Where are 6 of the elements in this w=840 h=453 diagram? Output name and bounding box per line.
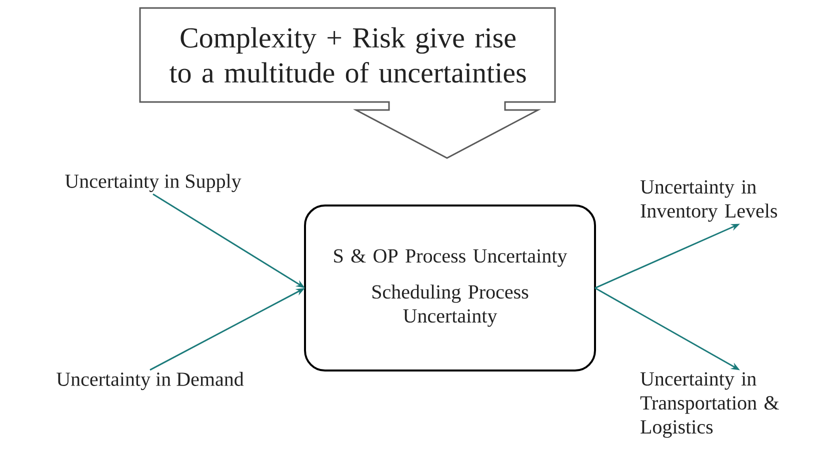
- source-label: Uncertainty in Demand: [56, 372, 244, 390]
- outcome-label: Uncertainty in Inventory Levels: [640, 180, 778, 222]
- outcome-label: Uncertainty in Transportation & Logistics: [640, 372, 779, 438]
- source-label: Uncertainty in Supply: [65, 174, 242, 192]
- process-box: S & OP Process Uncertainty Scheduling Process Uncertainty: [304, 204, 596, 372]
- callout-box: Complexity + Risk give rise to a multitude of uncertainties: [139, 7, 556, 159]
